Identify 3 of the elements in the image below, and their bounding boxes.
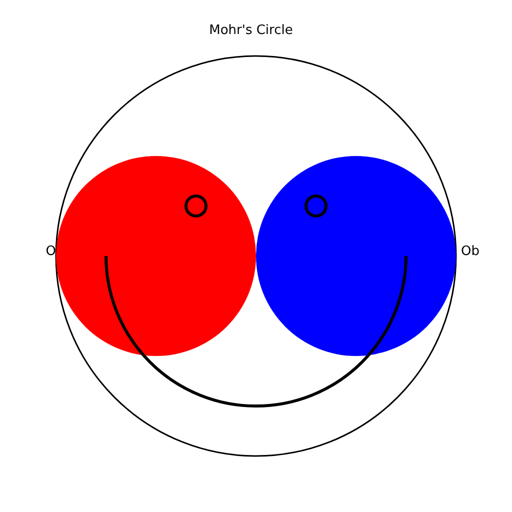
axis-label: O <box>46 245 56 258</box>
axis-label: Ob <box>461 245 480 258</box>
chart-title: Mohr's Circle <box>208 24 294 37</box>
